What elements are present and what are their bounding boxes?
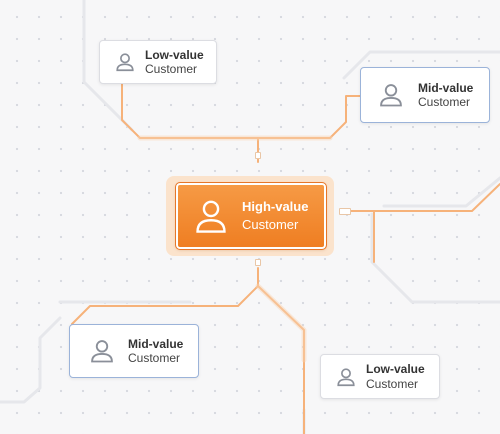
node-subtitle: Customer <box>145 62 198 76</box>
link-to-bottom-right <box>257 285 305 434</box>
node-subtitle: Customer <box>366 376 419 391</box>
link-to-top-left <box>121 83 259 163</box>
node-subtitle: Customer <box>418 95 471 109</box>
gray-track-right <box>382 176 500 208</box>
node-low-value-top-left[interactable]: Low-value Customer <box>99 40 217 84</box>
node-low-value-bottom-right[interactable]: Low-value Customer <box>320 354 440 399</box>
node-title: Mid-value <box>418 80 474 95</box>
link-to-bottom-left <box>71 285 259 325</box>
user-icon <box>116 53 134 72</box>
gray-track-bottom-left <box>0 316 62 404</box>
node-title: High-value <box>242 199 309 215</box>
node-title: Mid-value <box>128 336 184 351</box>
user-icon <box>91 340 113 363</box>
node-high-value-center[interactable]: High-value Customer <box>175 182 327 250</box>
node-mid-value-top-right[interactable]: Mid-value Customer <box>360 67 490 123</box>
user-icon <box>196 200 226 233</box>
link-center-right <box>349 183 500 212</box>
port-right[interactable] <box>339 208 351 215</box>
gray-track-right-down <box>370 212 500 304</box>
port-bottom[interactable] <box>255 259 261 266</box>
user-icon <box>380 84 402 107</box>
link-to-top-right <box>257 95 361 139</box>
node-title: Low-value <box>366 362 425 377</box>
node-subtitle: Customer <box>242 217 299 232</box>
gray-track-top-right <box>342 50 500 80</box>
port-top[interactable] <box>255 152 261 159</box>
node-title: Low-value <box>145 47 204 62</box>
gray-track-top-left <box>82 0 134 132</box>
user-icon <box>337 367 355 386</box>
node-subtitle: Customer <box>128 351 181 365</box>
node-mid-value-bottom-left[interactable]: Mid-value Customer <box>69 324 199 378</box>
